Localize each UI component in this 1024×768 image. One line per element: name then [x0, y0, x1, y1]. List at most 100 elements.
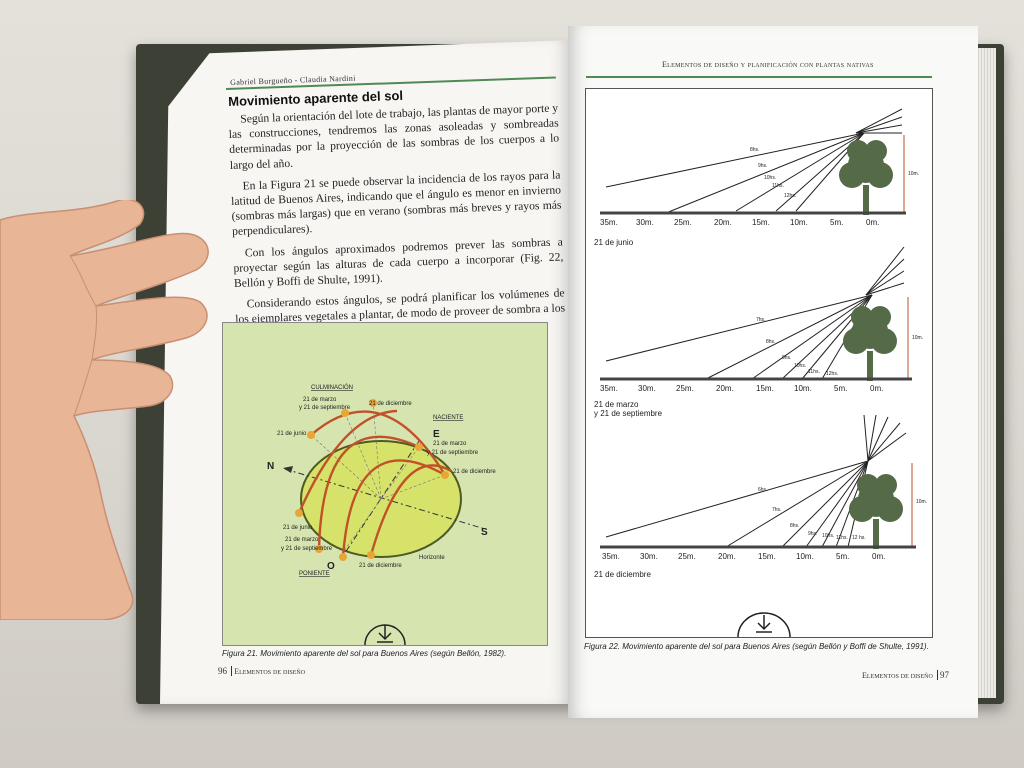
panel-date: 21 de junio — [594, 238, 634, 247]
tick-label: 5m. — [836, 552, 849, 561]
tree-height: 10m. — [916, 499, 927, 505]
tick-label: 15m. — [758, 552, 776, 561]
label-sep-top: y 21 de septiembre — [299, 405, 351, 411]
tick-label: 25m. — [676, 384, 694, 393]
tick-label: 20m. — [718, 552, 736, 561]
tick-label: 35m. — [600, 384, 618, 393]
tick-label: 30m. — [640, 552, 658, 561]
label-poniente: PONIENTE — [299, 571, 330, 577]
label-dic-bottom: 21 de diciembre — [359, 563, 402, 569]
hour-label: 12 hs. — [852, 535, 866, 541]
page-number: 97 — [940, 670, 950, 680]
tick-label: 10m. — [794, 384, 812, 393]
hour-label: 8hs. — [750, 147, 759, 153]
dir-o: O — [327, 561, 335, 572]
tick-label: 20m. — [714, 218, 732, 227]
paragraph: En la Figura 21 se puede observar la inc… — [230, 168, 562, 239]
tick-label: 15m. — [756, 384, 774, 393]
tick-label: 25m. — [674, 218, 692, 227]
hand — [0, 200, 209, 620]
paragraph: Según la orientación del lote de trabajo… — [228, 101, 560, 172]
right-running-head: Elementos de diseño y planificación con … — [662, 60, 874, 69]
tree-height: 10m. — [912, 335, 923, 341]
panel-june: 10m. 8hs. 9hs. 10hs. 11hs. 12hs. 35m. 30… — [594, 108, 919, 247]
hour-label: 8hs. — [766, 339, 775, 345]
tick-label: 10m. — [790, 218, 808, 227]
tick-label: 0m. — [872, 552, 885, 561]
ground-ticks: 35m. 30m. 25m. 20m. 15m. 10m. 5m. 0m. — [600, 218, 879, 227]
tick-label: 0m. — [870, 384, 883, 393]
tick-label: 30m. — [636, 218, 654, 227]
ray-lines — [310, 402, 446, 556]
figure-22-caption: Figura 22. Movimiento aparente del sol p… — [584, 642, 929, 651]
left-folio: 96 Elementos de diseño — [218, 666, 305, 676]
hour-label: 9hs. — [782, 355, 791, 361]
folio-separator — [231, 666, 233, 676]
label-culminacion: CULMINACIÓN — [311, 384, 353, 391]
arc-upper — [297, 409, 398, 514]
tick-label: 25m. — [678, 552, 696, 561]
tick-label: 5m. — [830, 218, 843, 227]
hand-skin — [0, 200, 209, 620]
north-arrow-icon — [283, 466, 293, 473]
hour-label: 12hs. — [784, 193, 796, 199]
sun-arcs — [297, 409, 452, 558]
label-sep-bottom: y 21 de septiembre — [281, 546, 333, 552]
sun-rays — [605, 246, 905, 380]
hour-label: 8hs. — [790, 523, 799, 529]
label-marzo-top: 21 de marzo — [303, 397, 337, 403]
hour-label: 7hs. — [756, 317, 765, 323]
label-e-marzo: 21 de marzo — [433, 441, 467, 447]
ground-ticks: 35m. 30m. 25m. 20m. 15m. 10m. 5m. 0m. — [602, 552, 885, 561]
tick-label: 35m. — [602, 552, 620, 561]
tree-icon — [839, 140, 893, 215]
panel-date: 21 de marzo — [594, 400, 639, 409]
panel-equinox: 10m. 7hs. 8hs. 9hs. 10hs. 11hs. 12hs. 35… — [594, 246, 923, 418]
hour-label: 11hs. — [836, 535, 848, 541]
tick-label: 5m. — [834, 384, 847, 393]
dir-e: E — [433, 429, 440, 440]
page-edges — [976, 48, 996, 698]
tick-label: 15m. — [752, 218, 770, 227]
label-marzo-bottom: 21 de marzo — [285, 537, 319, 543]
paragraph: Con los ángulos aproximados podremos pre… — [233, 235, 564, 290]
label-horizonte: Horizonte — [419, 555, 445, 561]
tick-label: 20m. — [716, 384, 734, 393]
hour-label: 10hs. — [794, 363, 806, 369]
sun-points — [295, 399, 449, 561]
hour-label: 11hs. — [808, 369, 820, 375]
folio-label: Elementos de diseño — [234, 667, 306, 676]
panel-december: 10m. 6hs. 7hs. 8hs. 9hs. 10hs. 11hs. 12 … — [594, 414, 927, 579]
hour-label: 11hs. — [772, 183, 784, 189]
body-text: Según la orientación del lote de trabajo… — [228, 100, 566, 348]
label-e-sep: y 21 de septiembre — [427, 450, 479, 456]
label-naciente: NACIENTE — [433, 415, 463, 421]
tick-label: 30m. — [638, 384, 656, 393]
hour-label: 7hs. — [772, 507, 781, 513]
folio-label: Elementos de diseño — [862, 671, 933, 680]
compass-icon — [364, 624, 406, 646]
panel-date: y 21 de septiembre — [594, 409, 663, 418]
tick-label: 0m. — [866, 218, 879, 227]
arc-equinox — [317, 435, 420, 550]
hour-label: 10hs. — [822, 533, 834, 539]
dir-n: N — [267, 461, 274, 472]
label-e-dic: 21 de diciembre — [453, 469, 496, 475]
label-junio-left: 21 de junio — [277, 431, 307, 437]
folio-separator — [937, 670, 939, 680]
panel-date: 21 de diciembre — [594, 570, 651, 579]
dir-s: S — [481, 527, 488, 538]
sun-path-figure: CULMINACIÓN 21 de marzo y 21 de septiemb… — [222, 322, 548, 646]
hour-label: 12hs. — [826, 371, 838, 377]
arc-june — [369, 464, 452, 556]
right-folio: Elementos de diseño 97 — [862, 670, 949, 680]
tick-label: 10m. — [796, 552, 814, 561]
shadow-angle-diagram: 10m. 8hs. 9hs. 10hs. 11hs. 12hs. 35m. 30… — [594, 108, 927, 638]
tree-icon — [843, 306, 897, 381]
tick-label: 35m. — [600, 218, 618, 227]
sun-rays — [605, 108, 903, 214]
hour-label: 10hs. — [764, 175, 776, 181]
arc-mid — [341, 459, 446, 558]
page-number: 96 — [218, 666, 227, 676]
label-dic-top: 21 de diciembre — [369, 401, 412, 407]
